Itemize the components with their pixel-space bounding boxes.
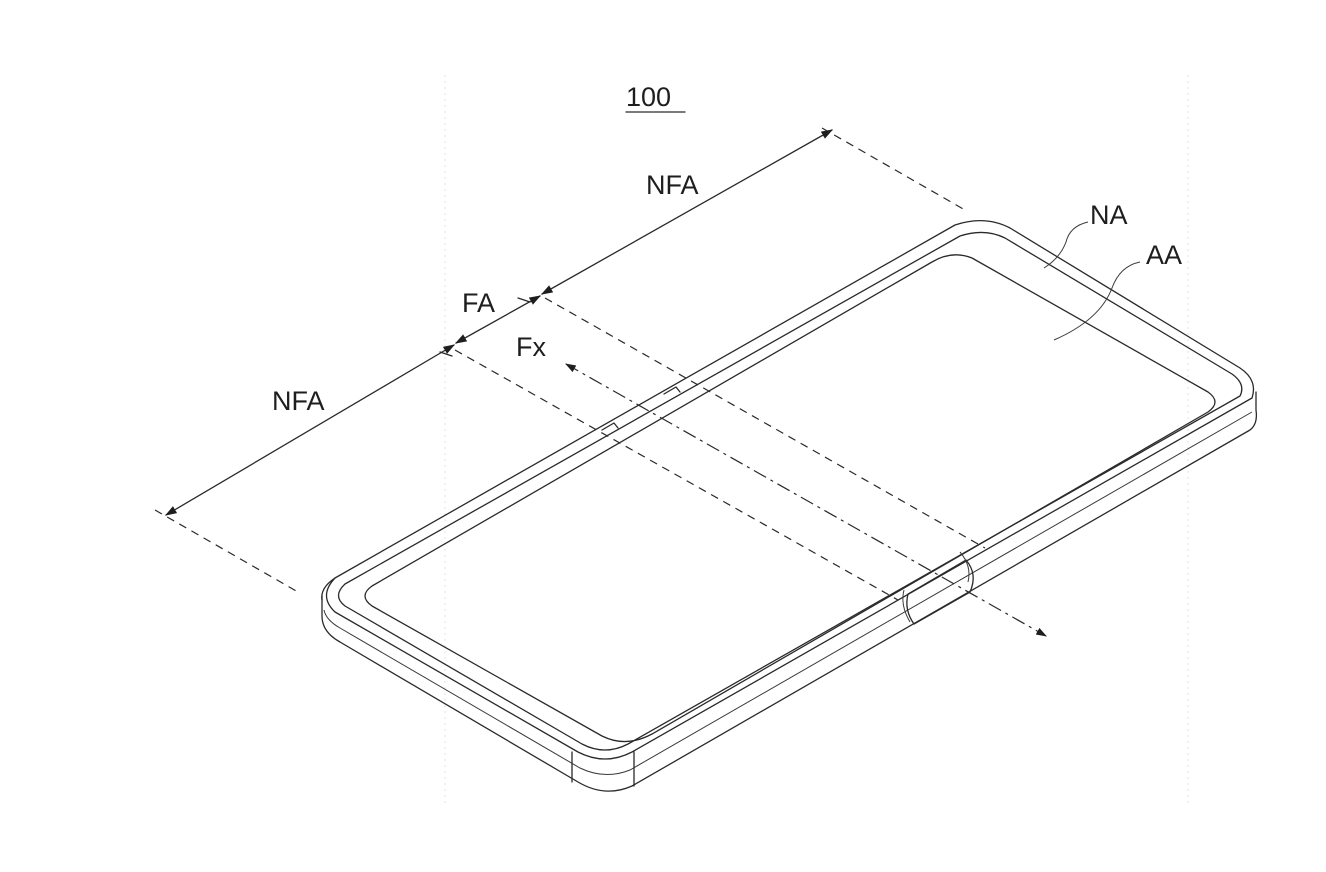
reference-numeral: 100 (626, 82, 671, 112)
label-na: NA (1090, 200, 1128, 230)
device-side-left (321, 391, 1258, 792)
dimension-nfa-top (540, 129, 834, 295)
device-outer-outline (325, 220, 1255, 760)
device-side-midline (323, 411, 1253, 775)
folding-area-boundary-upper (544, 297, 986, 549)
label-fx: Fx (516, 332, 546, 362)
hinge-mark-top-2 (663, 386, 681, 395)
dimension-nfa-left-tick (439, 351, 453, 357)
dimension-fa (454, 295, 542, 344)
device-top-bevel (337, 231, 1243, 751)
leader-line-na (1043, 221, 1089, 269)
folding-axis-line (565, 363, 1047, 637)
dimension-nfa-left (164, 344, 456, 516)
folding-area-boundary-lower (454, 349, 899, 601)
active-area-outline (364, 254, 1216, 743)
dimension-fa-tick (517, 297, 531, 303)
label-fa: FA (462, 288, 495, 318)
dimension-extension-left (154, 509, 299, 593)
label-nfa-top: NFA (646, 170, 699, 200)
label-nfa-left: NFA (272, 386, 325, 416)
label-aa: AA (1146, 240, 1182, 270)
leader-line-aa (1053, 261, 1141, 341)
dimension-extension-right (821, 127, 966, 211)
device-side-left-upper (321, 577, 336, 601)
